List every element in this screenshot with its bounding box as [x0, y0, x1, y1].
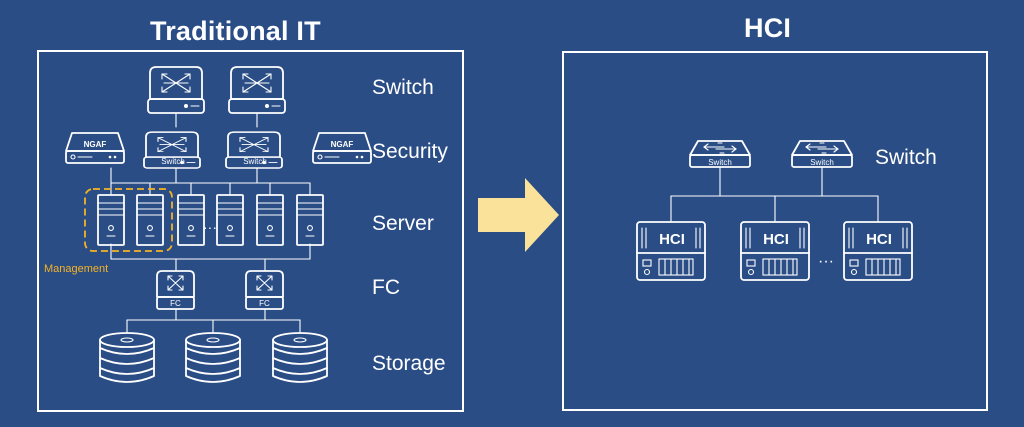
hci-node-2: HCI — [740, 221, 810, 281]
hci-ellipsis: ··· — [818, 253, 834, 270]
fc-switch-1: FC — [156, 270, 195, 310]
storage-array-3 — [272, 332, 328, 383]
svg-text:NGAF: NGAF — [331, 140, 354, 149]
hci-panel — [562, 51, 988, 411]
ngaf-firewall-1: NGAF — [65, 132, 125, 164]
svg-text:HCI: HCI — [866, 231, 892, 248]
server-2 — [136, 194, 164, 246]
hci-switch-1: Switch — [689, 140, 751, 168]
hci-connections — [670, 167, 879, 223]
server-5 — [256, 194, 284, 246]
server-6 — [296, 194, 324, 246]
traditional-it-panel — [37, 50, 464, 412]
hci-title: HCI — [744, 13, 792, 43]
svg-text:HCI: HCI — [763, 231, 789, 248]
layer-label-fc: FC — [372, 276, 400, 299]
traditional-it-title: Traditional IT — [150, 16, 321, 46]
svg-text:Switch: Switch — [810, 158, 834, 167]
layer-label-security: Security — [372, 140, 448, 163]
management-box — [84, 188, 173, 252]
svg-text:NGAF: NGAF — [84, 140, 107, 149]
access-switch-1: Switch — [143, 131, 201, 169]
svg-text:FC: FC — [259, 299, 270, 308]
layer-label-switch: Switch — [372, 76, 434, 99]
hci-switch-2: Switch — [791, 140, 853, 168]
layer-label-server: Server — [372, 212, 434, 235]
server-1 — [97, 194, 125, 246]
server-ellipsis: ··· — [203, 219, 217, 235]
ngaf-firewall-2: NGAF — [312, 132, 372, 164]
management-label: Management — [44, 263, 109, 275]
traditional-connections — [110, 112, 311, 333]
svg-text:Switch: Switch — [243, 157, 267, 166]
hci-node-1: HCI — [636, 221, 706, 281]
server-4 — [216, 194, 244, 246]
svg-text:Switch: Switch — [708, 158, 732, 167]
core-switch-2 — [228, 66, 286, 114]
svg-text:FC: FC — [170, 299, 181, 308]
core-switch-1 — [147, 66, 205, 114]
storage-array-1 — [99, 332, 155, 383]
fc-switch-2: FC — [245, 270, 284, 310]
layer-label-storage: Storage — [372, 352, 446, 375]
server-3 — [177, 194, 205, 246]
transition-arrow — [478, 178, 559, 252]
storage-array-2 — [185, 332, 241, 383]
hci-layer-label-switch: Switch — [875, 146, 937, 169]
access-switch-2: Switch — [225, 131, 283, 169]
hci-node-3: HCI — [843, 221, 913, 281]
svg-text:Switch: Switch — [161, 157, 185, 166]
svg-text:HCI: HCI — [659, 231, 685, 248]
